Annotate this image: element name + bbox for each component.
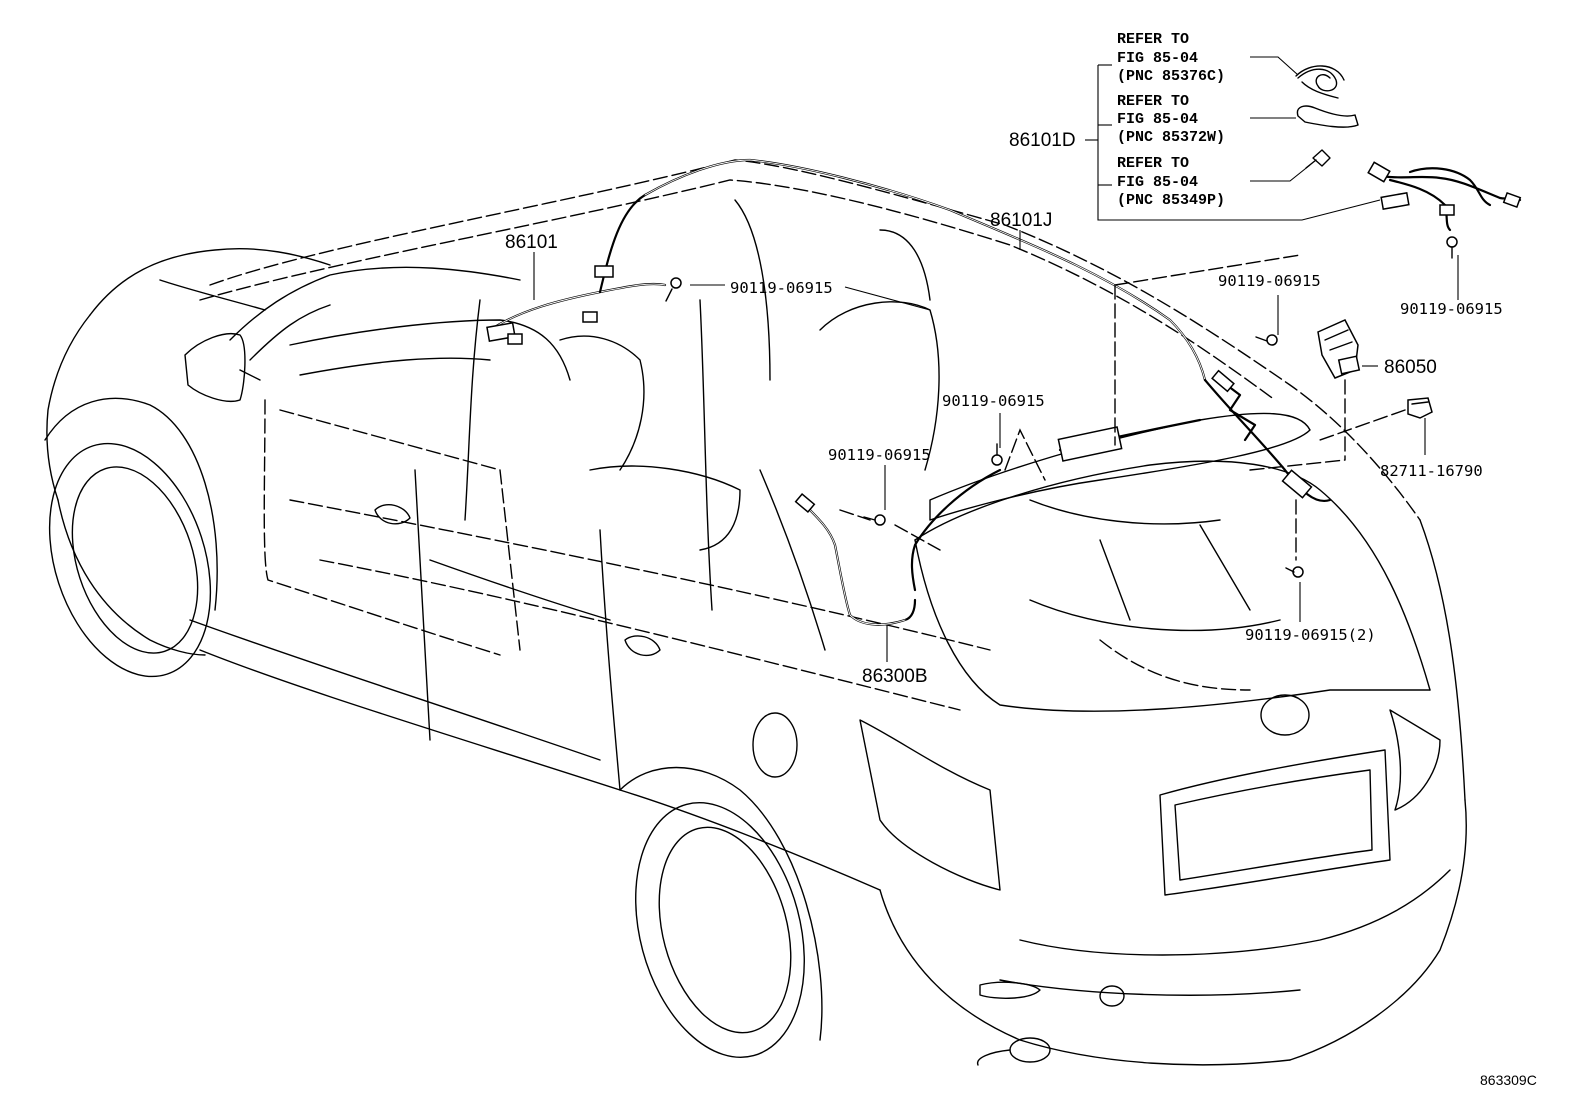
harness-86300B [794,492,917,626]
bolt-icon [665,236,1458,578]
label-86101: 86101 [505,232,558,253]
ref3-line2: FIG 85-04 [1117,174,1198,191]
figure-number: 863309C [1480,1072,1537,1088]
ref3-line3: (PNC 85349P) [1117,192,1225,209]
clip-82711 [1407,397,1433,419]
harness-86101D [910,369,1332,592]
ref2-line2: FIG 85-04 [1117,111,1198,128]
label-86050: 86050 [1384,357,1437,378]
ref1-line1: REFER TO [1117,31,1189,48]
harness-86101D-detail [1367,161,1522,232]
car-body [44,159,1467,1066]
module-86050 [1317,319,1361,379]
label-bolt-far-right: 90119-06915 [1400,300,1503,318]
harness-86101J [643,158,1207,382]
ref2-line1: REFER TO [1117,93,1189,110]
label-86300B: 86300B [862,666,928,687]
label-82711-16790: 82711-16790 [1380,462,1483,480]
label-bolt-center: 90119-06915 [942,392,1045,410]
label-86101J: 86101J [990,210,1052,231]
labels: 86101 86101J 86101D 86300B 86050 82711-1… [505,31,1537,1088]
label-bolt-mid: 90119-06915 [828,446,931,464]
ref-part-85376C [1295,65,1345,99]
label-86101D: 86101D [1009,130,1076,151]
ref-part-85372W [1296,105,1359,128]
ref2-line3: (PNC 85372W) [1117,129,1225,146]
leader-lines [533,56,1459,662]
label-bolt-top-right: 90119-06915 [1218,272,1321,290]
harness-86101 [486,193,667,345]
ref1-line2: FIG 85-04 [1117,50,1198,67]
label-bolt-lower-right: 90119-06915(2) [1245,626,1376,644]
ref1-line3: (PNC 85376C) [1117,68,1225,85]
label-bolt-front: 90119-06915 [730,279,833,297]
ref3-line1: REFER TO [1117,155,1189,172]
